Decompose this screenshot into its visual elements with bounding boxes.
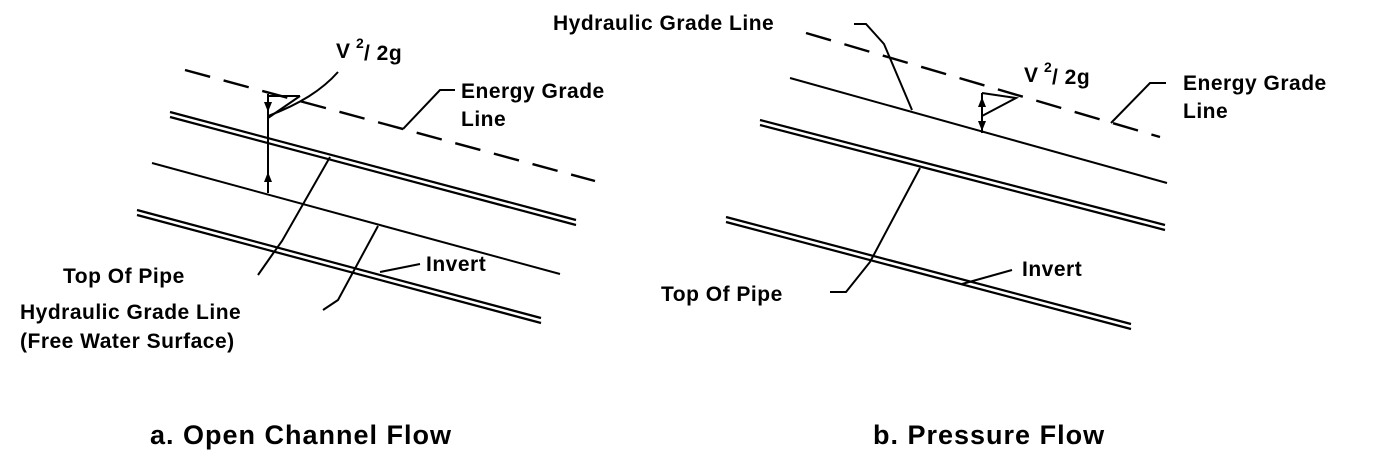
open-invert-leader bbox=[379, 263, 421, 273]
open-energy-grade-line bbox=[184, 68, 596, 183]
open-velocity-denominator: / 2g bbox=[364, 42, 402, 65]
pressure-panel: V 2 / 2g Hydraulic Grade Line Energy Gra… bbox=[553, 12, 1327, 450]
pressure-hgl-leader bbox=[854, 23, 913, 111]
open-hgl-label-line2: (Free Water Surface) bbox=[20, 330, 235, 353]
open-egl-label-line2: Line bbox=[461, 108, 506, 131]
pressure-energy-grade-line bbox=[805, 31, 1161, 139]
open-invert bbox=[136, 208, 542, 325]
pressure-hydraulic-grade-line bbox=[789, 77, 1168, 184]
open-velocity-head-leader bbox=[267, 71, 339, 117]
open-egl-label-line1: Energy Grade bbox=[461, 80, 605, 103]
pressure-velocity-exponent: 2 bbox=[1044, 59, 1052, 75]
pressure-top-of-pipe bbox=[759, 118, 1166, 232]
pressure-egl-label-line2: Line bbox=[1183, 100, 1228, 123]
pressure-velocity-denominator: / 2g bbox=[1052, 66, 1090, 89]
pressure-invert-leader bbox=[961, 269, 1013, 285]
open-velocity-head-dimension bbox=[264, 94, 301, 193]
open-top-of-pipe-label: Top Of Pipe bbox=[63, 265, 185, 288]
pressure-egl-leader bbox=[1110, 82, 1166, 124]
open-top-of-pipe-leader bbox=[257, 156, 331, 276]
pressure-invert-label: Invert bbox=[1022, 258, 1082, 281]
open-channel-caption: a. Open Channel Flow bbox=[150, 420, 452, 450]
open-hgl-label-line1: Hydraulic Grade Line bbox=[20, 301, 241, 324]
open-velocity-head-label: V bbox=[336, 40, 351, 63]
open-top-of-pipe bbox=[169, 110, 577, 227]
pressure-velocity-head-label: V bbox=[1024, 64, 1039, 87]
pressure-velocity-head-dimension bbox=[978, 92, 1020, 133]
open-channel-panel: V 2 / 2g Energy Grade Line Top Of Pipe I… bbox=[20, 35, 605, 450]
pressure-caption: b. Pressure Flow bbox=[873, 420, 1105, 450]
pressure-top-of-pipe-leader bbox=[830, 167, 921, 293]
pressure-hgl-label: Hydraulic Grade Line bbox=[553, 12, 774, 35]
pressure-invert bbox=[725, 215, 1132, 331]
open-hydraulic-grade-line bbox=[151, 162, 561, 275]
open-egl-leader bbox=[402, 89, 455, 130]
open-hgl-leader bbox=[322, 225, 379, 311]
open-invert-label: Invert bbox=[426, 253, 486, 276]
pressure-egl-label-line1: Energy Grade bbox=[1183, 72, 1327, 95]
pressure-top-of-pipe-label: Top Of Pipe bbox=[661, 283, 783, 306]
open-velocity-exponent: 2 bbox=[356, 35, 364, 51]
